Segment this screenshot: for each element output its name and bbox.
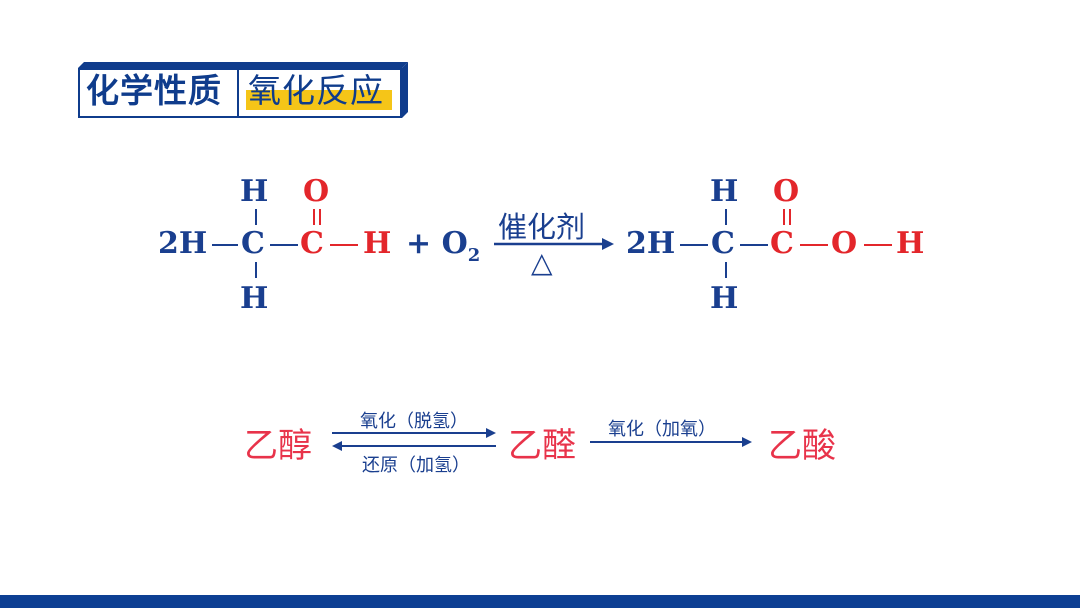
reverse-label: 还原（加氢） [362,455,470,476]
bond-c-h-bottom-right [725,262,727,278]
atom-h-end-left: H [363,226,392,261]
bond-o-h-right [864,244,892,246]
atom-h-bottom-left: H [240,281,269,316]
atom-h-bottom-right: H [710,281,739,316]
title-box: 化学性质 氧化反应 [78,62,408,118]
acetaldehyde-label: 乙醛 [508,426,576,466]
bond-c-o-double-a [313,209,315,225]
atom-c1-left: C [241,226,265,261]
reaction-arrow [494,238,614,250]
bond-c-o-right [800,244,828,246]
oxidation-arrow [590,437,752,447]
coef-2h-left: 2H [158,226,208,261]
reaction-title: 氧化反应 [248,71,384,110]
atom-h-end-right: H [896,226,925,261]
bond-c-h-top [255,209,257,225]
title-highlight [246,90,392,110]
forward-label: 氧化（脱氢） [360,411,468,432]
atom-h-top-left: H [240,174,269,209]
atom-o-top-left: O [303,174,330,209]
bond-h-c-left [212,244,238,246]
coef-2h-right: 2H [626,226,676,261]
title-frame [78,62,408,118]
bond-c-o-double-right-b [789,209,791,225]
atom-c1-right: C [711,226,735,261]
acetic-acid-label: 乙酸 [768,426,836,466]
atom-c2-left: C [300,226,324,261]
reversible-arrows [332,428,496,451]
bond-c-c-right [740,244,768,246]
atom-o-top-right: O [773,174,800,209]
catalyst-label: 催化剂 [498,210,586,244]
bond-c-h-bottom [255,262,257,278]
ethanol-label: 乙醇 [244,426,312,466]
property-title: 化学性质 [86,71,222,110]
atom-o-right: O [831,226,858,261]
oxygen-reactant: + O2 [406,226,481,267]
bond-c-h-top-right [725,209,727,225]
bottom-bar [0,595,1080,608]
bond-h-c-right [680,244,708,246]
bond-c-o-double-b [319,209,321,225]
bond-c-o-double-right-a [783,209,785,225]
bond-c-h-end-left [330,244,358,246]
bond-c-c-left [270,244,298,246]
heat-symbol: △ [531,246,553,279]
atom-h-top-right: H [710,174,739,209]
atom-c2-right: C [770,226,794,261]
oxidation-label: 氧化（加氧） [608,419,716,440]
